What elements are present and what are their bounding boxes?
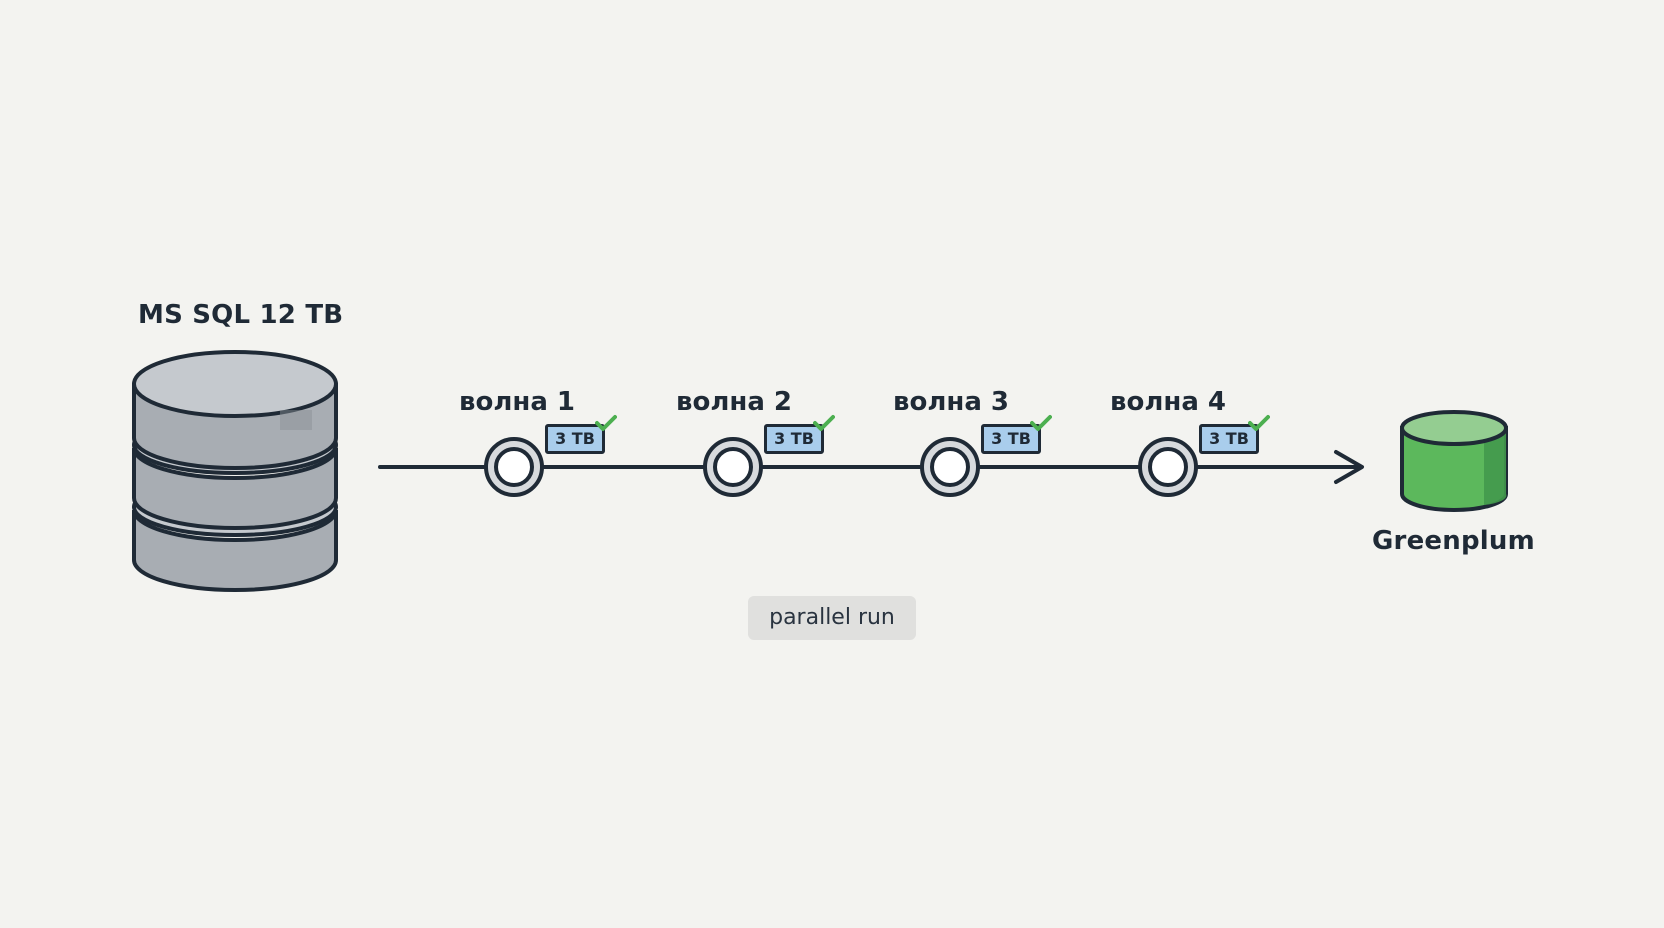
transfer-arrow-icon xyxy=(1334,450,1364,484)
source-label: MS SQL 12 TB xyxy=(138,300,344,330)
wave-label-4: волна 4 xyxy=(1110,387,1227,417)
check-icon xyxy=(1248,415,1270,431)
wave-node-1 xyxy=(484,437,544,497)
parallel-run-label: parallel run xyxy=(748,596,916,640)
wave-size-badge-4: 3 TB xyxy=(1199,424,1259,454)
wave-size-badge-3: 3 TB xyxy=(981,424,1041,454)
target-database-icon xyxy=(1400,410,1508,512)
wave-node-4 xyxy=(1138,437,1198,497)
wave-size-badge-1: 3 TB xyxy=(545,424,605,454)
wave-label-2: волна 2 xyxy=(676,387,793,417)
check-icon xyxy=(595,415,617,431)
source-database-icon xyxy=(132,350,338,592)
wave-node-3 xyxy=(920,437,980,497)
wave-label-3: волна 3 xyxy=(893,387,1010,417)
wave-size-badge-2: 3 TB xyxy=(764,424,824,454)
wave-node-2 xyxy=(703,437,763,497)
check-icon xyxy=(813,415,835,431)
check-icon xyxy=(1030,415,1052,431)
wave-label-1: волна 1 xyxy=(459,387,576,417)
target-label: Greenplum xyxy=(1372,526,1535,556)
